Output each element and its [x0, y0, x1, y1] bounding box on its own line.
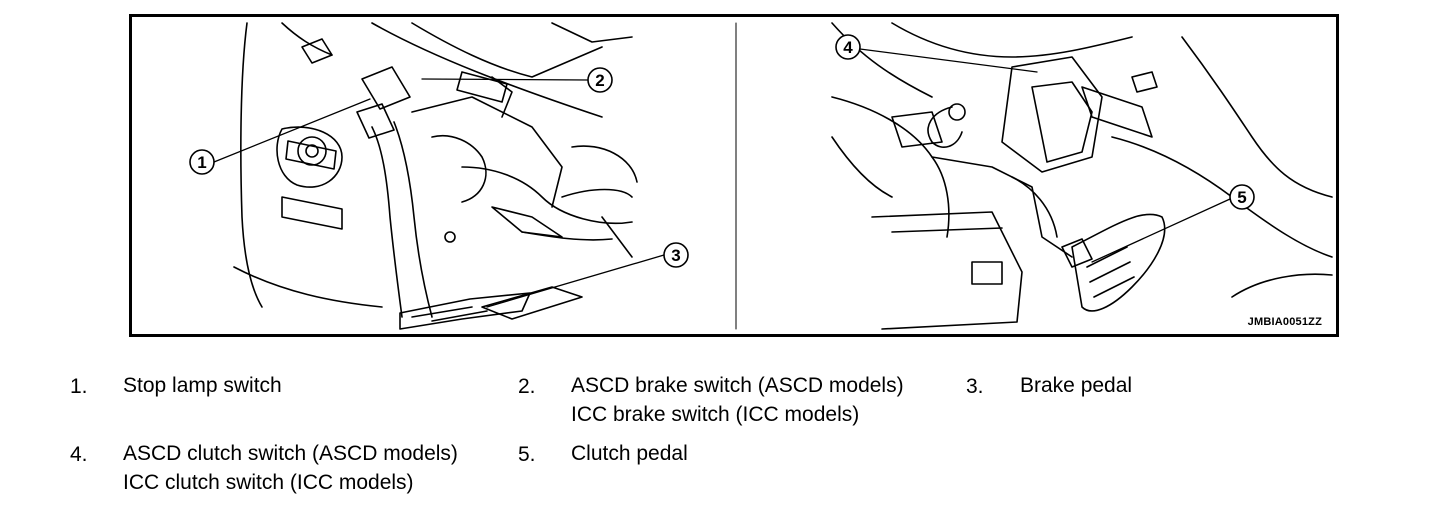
callout-leaders [213, 48, 1231, 308]
legend-text: ASCD brake switch (ASCD models) ICC brak… [571, 371, 904, 429]
pedal-assembly-drawing: 1 2 3 4 5 [189, 22, 1333, 330]
legend-line: ASCD clutch switch (ASCD models) [123, 442, 458, 465]
legend-line: Brake pedal [1020, 374, 1133, 397]
callout-1-label: 1 [197, 153, 206, 172]
callout-3-label: 3 [671, 246, 680, 265]
callout-3: 3 [663, 242, 689, 268]
legend-line: ASCD brake switch (ASCD models) [571, 374, 904, 397]
legend-text: Stop lamp switch [123, 371, 282, 400]
callout-1: 1 [189, 149, 215, 175]
legend-number: 3. [966, 375, 984, 398]
legend-text: Clutch pedal [571, 439, 688, 468]
leader-1 [213, 98, 371, 163]
callout-2: 2 [587, 67, 613, 93]
callout-2-label: 2 [595, 71, 604, 90]
legend-line: Stop lamp switch [123, 374, 282, 397]
legend-number: 4. [70, 443, 88, 466]
left-view-illustration [233, 22, 638, 330]
callout-5-label: 5 [1237, 188, 1246, 207]
legend-number: 5. [518, 443, 536, 466]
legend-number: 2. [518, 375, 536, 398]
callout-5: 5 [1229, 184, 1255, 210]
legend-text: Brake pedal [1020, 371, 1132, 400]
legend-text: ASCD clutch switch (ASCD models) ICC clu… [123, 439, 458, 497]
legend-line: ICC brake switch (ICC models) [571, 403, 860, 426]
right-view-illustration [831, 22, 1333, 330]
callout-4: 4 [835, 34, 861, 60]
legend-number: 1. [70, 375, 88, 398]
legend-line: Clutch pedal [571, 442, 688, 465]
legend-line: ICC clutch switch (ICC models) [123, 471, 414, 494]
diagram-figure: 1 2 3 4 5 JMBIA0051ZZ [129, 14, 1339, 337]
leader-5 [1091, 198, 1231, 263]
leader-3 [486, 254, 665, 308]
callout-4-label: 4 [843, 38, 853, 57]
figure-code: JMBIA0051ZZ [1247, 316, 1322, 328]
leader-2 [421, 78, 589, 81]
leader-4 [859, 48, 1038, 73]
